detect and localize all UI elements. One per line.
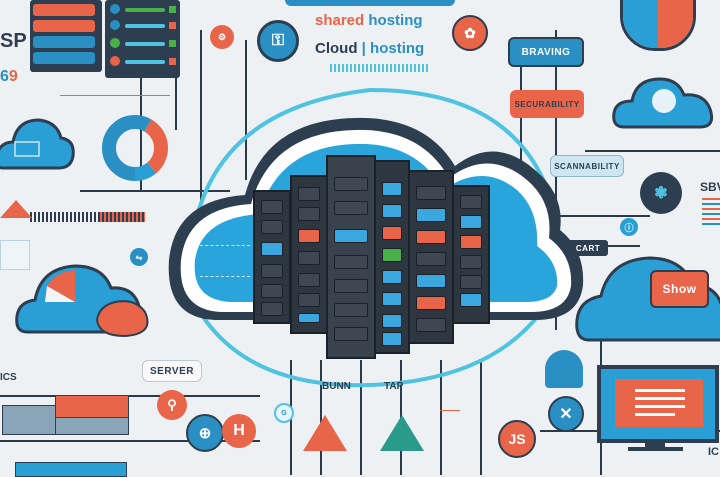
key-icon[interactable]: ⚿ [257,20,299,62]
security-button[interactable]: SECURABILITY [510,90,584,118]
bar-blue [33,52,95,64]
ic-label: IC [708,446,719,458]
scannability-label: SCANNABILITY [550,155,624,177]
status-dot [110,4,120,14]
alert-triangle-green [380,415,424,451]
tap-label: TAP [384,381,404,392]
info-icon[interactable]: ⓘ [620,218,638,236]
globe-icon[interactable]: ⊕ [186,414,224,452]
server-rack [253,190,291,324]
number-six: 6 [0,68,9,85]
monitor-base [628,447,683,451]
striped-bar-orange [100,212,145,222]
server-label: SERVER [142,360,202,382]
orbit-arc [178,87,567,388]
headline-separator: | [361,40,366,57]
status-dot [110,56,120,66]
settings-icon[interactable]: ⚙ [210,25,234,49]
bar-orange [33,4,95,16]
location-icon[interactable]: ⚲ [157,390,187,420]
headline-word: shared [315,12,365,29]
stacked-panel [30,0,102,72]
h-icon[interactable]: H [222,414,256,448]
server-block [2,405,56,435]
js-icon[interactable]: JS [498,420,536,458]
show-button[interactable]: Show [650,270,709,308]
link-icon[interactable]: ⇋ [130,248,148,266]
warning-triangle [0,200,32,218]
cloud-decoration [200,245,250,277]
server-block [55,417,129,435]
server-rack [374,160,410,354]
server-rack-main [326,155,376,359]
bar-orange [33,20,95,32]
server-block-orange [55,395,129,419]
number-label: 69 [0,68,18,86]
top-right-pie [620,0,696,51]
stripes [702,198,720,228]
top-banner [285,0,455,6]
headline-underline [330,64,430,72]
headline-cloud-hosting: Cloud | hosting [315,40,424,57]
left-cloud [0,118,75,170]
sbv-label: SBV [700,180,720,194]
status-list-panel [105,0,180,78]
sp-label: SP [0,30,27,52]
top-right-cloud [612,77,714,129]
cart-label: CART [568,240,608,256]
number-nine: 9 [8,68,18,85]
small-circle-icon: G [274,403,294,423]
server-rack [290,175,328,334]
headline-word: hosting [370,40,425,57]
headline-word: Cloud [315,40,358,57]
close-icon[interactable]: ✕ [548,396,584,432]
striped-bar [30,212,145,222]
bunn-label: BUNN [322,381,351,392]
brain-icon[interactable]: ❃ [640,172,682,214]
bookmark-shape [545,350,583,388]
bar-blue [33,36,95,48]
headline-shared-hosting: shared hosting [315,12,423,29]
braving-button[interactable]: BRAVING [508,37,584,67]
donut-chart [102,115,168,181]
alert-triangle-orange [303,415,347,451]
pie-cloud [15,264,149,338]
status-dot [110,38,120,48]
status-dot [110,20,120,30]
ics-label: ICS [0,372,17,383]
server-rack [408,170,454,344]
server-rack [452,185,490,324]
headline-word: hosting [368,12,423,29]
monitor-stand [645,440,665,448]
bug-icon[interactable]: ✿ [452,15,488,51]
screen-content [615,379,703,427]
left-card [0,240,30,270]
monitor-screen [597,365,719,443]
